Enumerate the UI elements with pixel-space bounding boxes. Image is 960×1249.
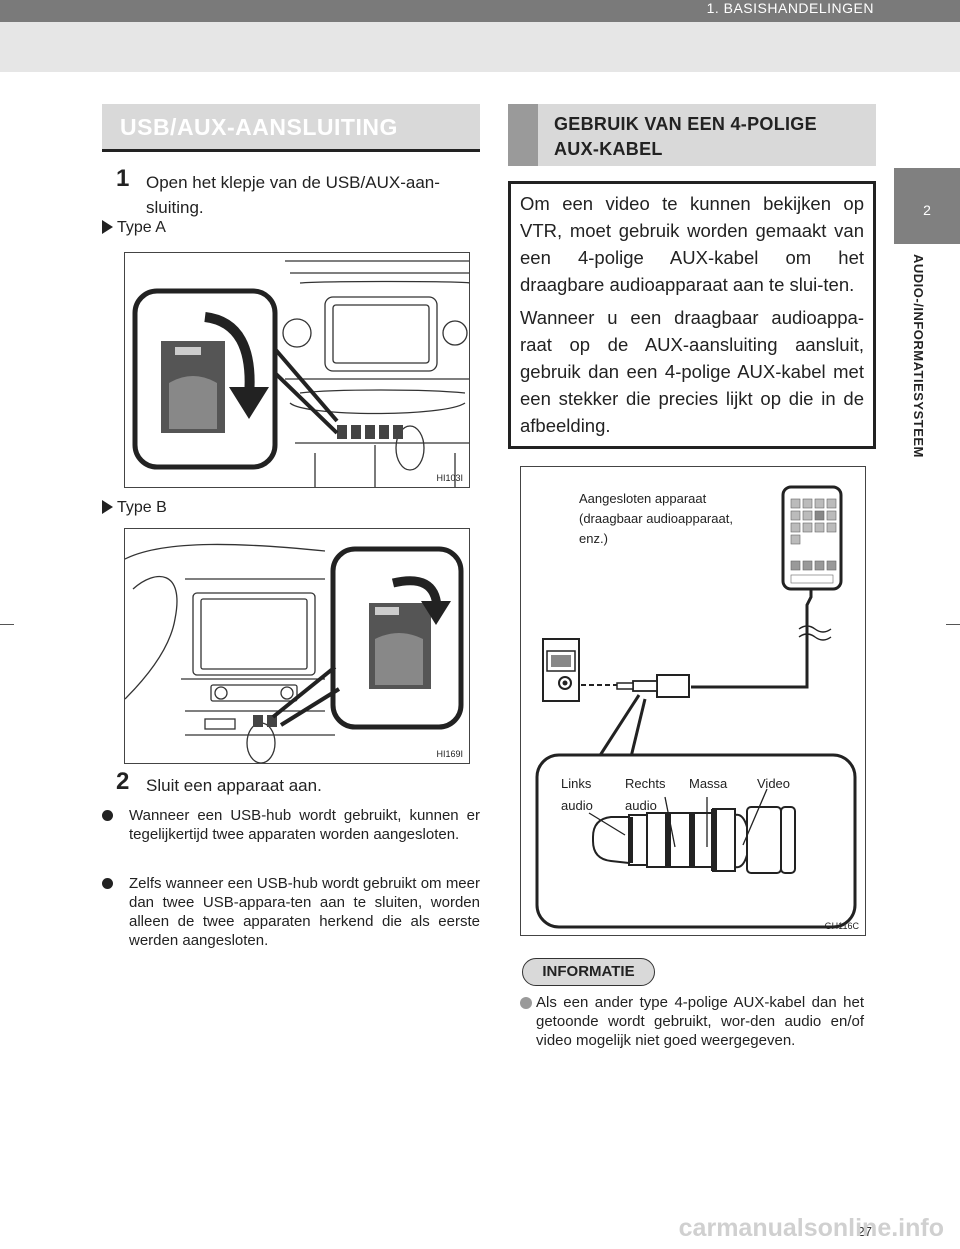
type-b-label: Type B xyxy=(102,499,167,517)
video-label: Video xyxy=(757,776,791,791)
links-audio-line2: audio xyxy=(561,798,593,813)
aux-cable-diagram: Aangesloten apparaat (draagbaar audioapp… xyxy=(520,466,866,936)
watermark: carmanualsonline.info xyxy=(678,1214,944,1242)
bullet-item: Zelfs wanneer een USB-hub wordt gebruikt… xyxy=(102,874,480,950)
intro-box: Om een video te kunnen bekijken op VTR, … xyxy=(508,181,876,449)
aux-cable-illustration xyxy=(535,485,857,929)
section-label: AUDIO-/INFORMATIESYSTEEM xyxy=(911,254,926,458)
section-number: 2 xyxy=(923,202,931,218)
crop-mark-right xyxy=(946,624,960,625)
figure-b-code: HI169I xyxy=(436,749,463,759)
aux-cable-heading: GEBRUIK VAN EEN 4-POLIGE AUX-KABEL xyxy=(508,104,876,166)
figure-type-b: HI169I xyxy=(124,528,470,764)
step-1-text: Open het klepje van de USB/AUX-aan-sluit… xyxy=(146,173,440,217)
rechts-audio-line2: audio xyxy=(625,798,657,813)
bullet-item: Wanneer een USB-hub wordt gebruikt, kunn… xyxy=(102,806,480,844)
figure-type-b-illustration xyxy=(125,543,464,763)
usb-aux-heading-text: USB/AUX-AANSLUITING xyxy=(120,114,398,140)
links-audio-line1: Links xyxy=(561,776,592,791)
device-label-line2: (draagbaar audioapparaat, xyxy=(579,511,733,526)
intro-paragraph: Om een video te kunnen bekijken op VTR, … xyxy=(520,193,864,295)
header-band xyxy=(0,22,960,72)
type-a-label: Type A xyxy=(102,219,166,237)
top-bar: 1. BASISHANDELINGEN xyxy=(0,0,960,22)
chapter-title: 1. BASISHANDELINGEN xyxy=(706,0,874,16)
step-2-text: Sluit een apparaat aan. xyxy=(146,776,322,795)
diagram-code: GH116C xyxy=(824,921,859,931)
crop-mark-left xyxy=(0,624,14,625)
device-label-line1: Aangesloten apparaat xyxy=(579,491,707,506)
step-1-number: 1 xyxy=(116,165,130,192)
bullet-text: Wanneer een USB-hub wordt gebruikt, kunn… xyxy=(129,807,480,843)
aux-cable-heading-line1: GEBRUIK VAN EEN 4-POLIGE xyxy=(554,114,817,134)
step-2-number: 2 xyxy=(116,768,130,795)
usb-aux-heading: USB/AUX-AANSLUITING xyxy=(102,104,480,152)
arrow-icon xyxy=(102,500,113,514)
bullet-dot xyxy=(102,810,113,821)
page-number: 27 xyxy=(857,1224,872,1239)
phone-icon xyxy=(781,485,843,591)
type-a-text: Type A xyxy=(117,219,166,236)
aux-cable-heading-text: GEBRUIK VAN EEN 4-POLIGE AUX-KABEL xyxy=(554,112,817,162)
figure-type-a-illustration xyxy=(132,260,469,487)
figure-a-code: HI103I xyxy=(436,473,463,483)
rechts-audio-label: Rechts audio xyxy=(625,773,665,817)
info-item: Als een ander type 4-polige AUX-kabel da… xyxy=(520,993,864,1050)
aux-cable-heading-line2: AUX-KABEL xyxy=(554,139,663,159)
bullet-text: Zelfs wanneer een USB-hub wordt gebruikt… xyxy=(129,875,480,949)
bullet-dot xyxy=(102,878,113,889)
links-audio-label: Links audio xyxy=(561,773,593,817)
heading-accent xyxy=(508,104,538,166)
figure-type-a: HI103I xyxy=(124,252,470,488)
info-bullet-dot xyxy=(520,997,532,1009)
device-label: Aangesloten apparaat (draagbaar audioapp… xyxy=(579,489,733,549)
step-2: 2 Sluit een apparaat aan. xyxy=(116,769,480,798)
device-label-line3: enz.) xyxy=(579,531,608,546)
arrow-icon xyxy=(102,220,113,234)
info-label: INFORMATIE xyxy=(522,958,655,986)
type-b-text: Type B xyxy=(117,499,167,516)
intro-paragraph: Wanneer u een draagbaar audioappa-raat o… xyxy=(520,307,864,436)
section-tab: 2 xyxy=(894,168,960,244)
massa-label: Massa xyxy=(689,776,728,791)
step-1: 1 Open het klepje van de USB/AUX-aan-slu… xyxy=(116,166,480,220)
rechts-audio-line1: Rechts xyxy=(625,776,666,791)
info-text: Als een ander type 4-polige AUX-kabel da… xyxy=(536,994,864,1049)
